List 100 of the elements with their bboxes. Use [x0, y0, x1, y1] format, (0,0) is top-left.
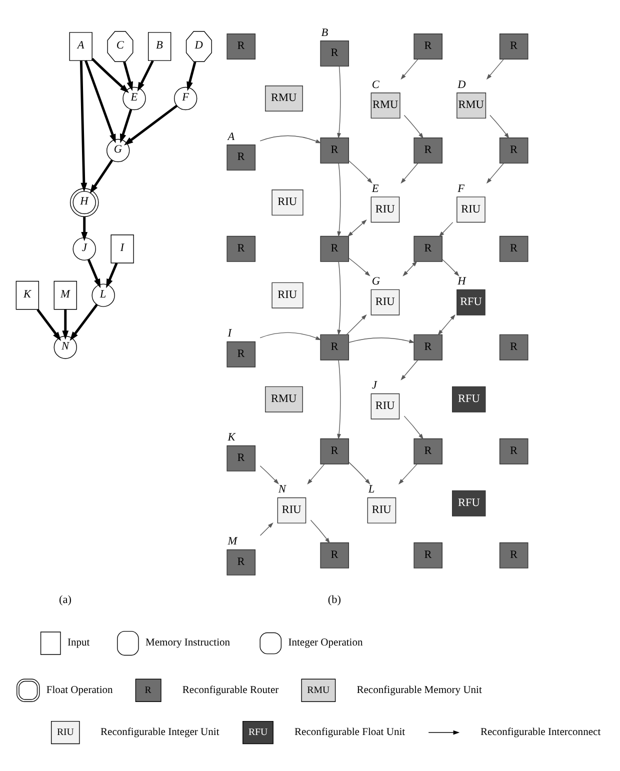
- node-box: R: [499, 235, 528, 262]
- label: (a): [59, 594, 72, 606]
- arrow: [120, 108, 132, 143]
- arrow: [400, 359, 418, 380]
- arrow: [348, 257, 370, 276]
- node-box: R: [226, 32, 256, 59]
- node-box: R: [414, 32, 442, 59]
- arrow: [486, 58, 504, 80]
- node-circle: J: [72, 236, 96, 260]
- node-box: R: [414, 137, 442, 164]
- arrow: [90, 159, 114, 194]
- arrow: [62, 309, 69, 340]
- arrow: [70, 303, 98, 340]
- node-label: G: [372, 275, 380, 288]
- node-box: RMU: [265, 85, 303, 112]
- node-label: K: [228, 431, 236, 444]
- node-box: R: [414, 438, 442, 464]
- arrow: [84, 60, 116, 143]
- node-box: R: [320, 137, 350, 164]
- node-circle: G: [106, 138, 130, 162]
- arrow: [348, 337, 415, 343]
- arrow: [398, 463, 418, 484]
- arrow: [438, 221, 454, 236]
- arrow: [337, 260, 342, 335]
- node-box: RFU: [452, 386, 486, 412]
- arrow: [80, 60, 88, 192]
- arrow: [348, 160, 372, 183]
- arrow: [337, 65, 341, 138]
- node-box: R: [499, 137, 528, 164]
- arrow: [442, 258, 460, 276]
- arrow: [260, 465, 279, 484]
- arrow: [348, 461, 370, 484]
- legend-label: Reconfigurable Integer Unit: [100, 726, 220, 738]
- node-label: J: [372, 379, 377, 392]
- node-label: I: [228, 327, 232, 340]
- node-label: M: [228, 535, 238, 548]
- arrow: [186, 61, 196, 90]
- node-box: R: [320, 235, 350, 262]
- node-box: RFU: [452, 490, 486, 516]
- arrow: [310, 519, 330, 543]
- arrow: [486, 162, 504, 184]
- arrow: [91, 57, 130, 93]
- node-box: R: [320, 542, 350, 568]
- node-box: R: [499, 32, 528, 59]
- node-label: F: [458, 182, 464, 194]
- node-box: RMU: [265, 386, 303, 412]
- node-circle: L: [92, 283, 115, 306]
- node-box: M: [54, 280, 77, 310]
- node-box: R: [499, 438, 528, 464]
- node-box: R: [499, 334, 528, 360]
- node-box: R: [414, 334, 442, 360]
- arrow: [337, 359, 341, 440]
- node-label: E: [372, 182, 379, 194]
- arrow: [438, 314, 456, 335]
- arrow: [404, 415, 424, 439]
- arrow: [123, 61, 134, 90]
- arrow: [347, 219, 367, 236]
- label: R: [144, 684, 152, 696]
- arrow: [137, 60, 154, 92]
- node-box: RIU: [272, 282, 304, 308]
- legend-label: Memory Instruction: [146, 637, 230, 648]
- legend-label: Input: [67, 637, 90, 648]
- node-box: B: [148, 32, 172, 60]
- node-label: B: [321, 26, 328, 38]
- node-circle: N: [54, 335, 77, 358]
- label: RMU: [307, 684, 330, 696]
- arrow: [106, 262, 118, 288]
- node-label: N: [278, 483, 286, 496]
- arrow: [87, 258, 101, 288]
- label: (b): [328, 594, 342, 606]
- node-label: A: [228, 130, 235, 142]
- node-box: I: [110, 234, 134, 263]
- node-circle: F: [174, 86, 198, 110]
- arrow: [402, 260, 418, 276]
- arrow: [124, 104, 178, 145]
- legend-label: Reconfigurable Router: [182, 684, 279, 696]
- label: RFU: [248, 726, 268, 738]
- node-box: R: [499, 542, 528, 568]
- node-label: L: [368, 483, 375, 496]
- arrow: [490, 114, 510, 138]
- legend-label: Reconfigurable Memory Unit: [356, 684, 482, 696]
- node-box: R: [414, 542, 442, 568]
- arrow: [404, 114, 424, 138]
- node-box: A: [69, 32, 92, 60]
- node-box: R: [414, 235, 442, 262]
- node-box: R: [226, 235, 256, 262]
- node-box: R: [320, 438, 350, 464]
- legend-label: Integer Operation: [288, 637, 363, 648]
- arrow: [260, 522, 274, 536]
- node-label: H: [458, 275, 466, 288]
- node-label: C: [372, 78, 380, 90]
- arrow: [400, 162, 418, 184]
- arrow: [260, 332, 322, 340]
- arrow: [400, 58, 418, 80]
- arrow: [337, 162, 342, 237]
- legend-label: Float Operation: [46, 684, 113, 696]
- arrow: [260, 134, 322, 143]
- legend-label: Reconfigurable Interconnect: [480, 726, 601, 738]
- node-box: R: [320, 334, 350, 360]
- node-box: RIU: [272, 189, 304, 216]
